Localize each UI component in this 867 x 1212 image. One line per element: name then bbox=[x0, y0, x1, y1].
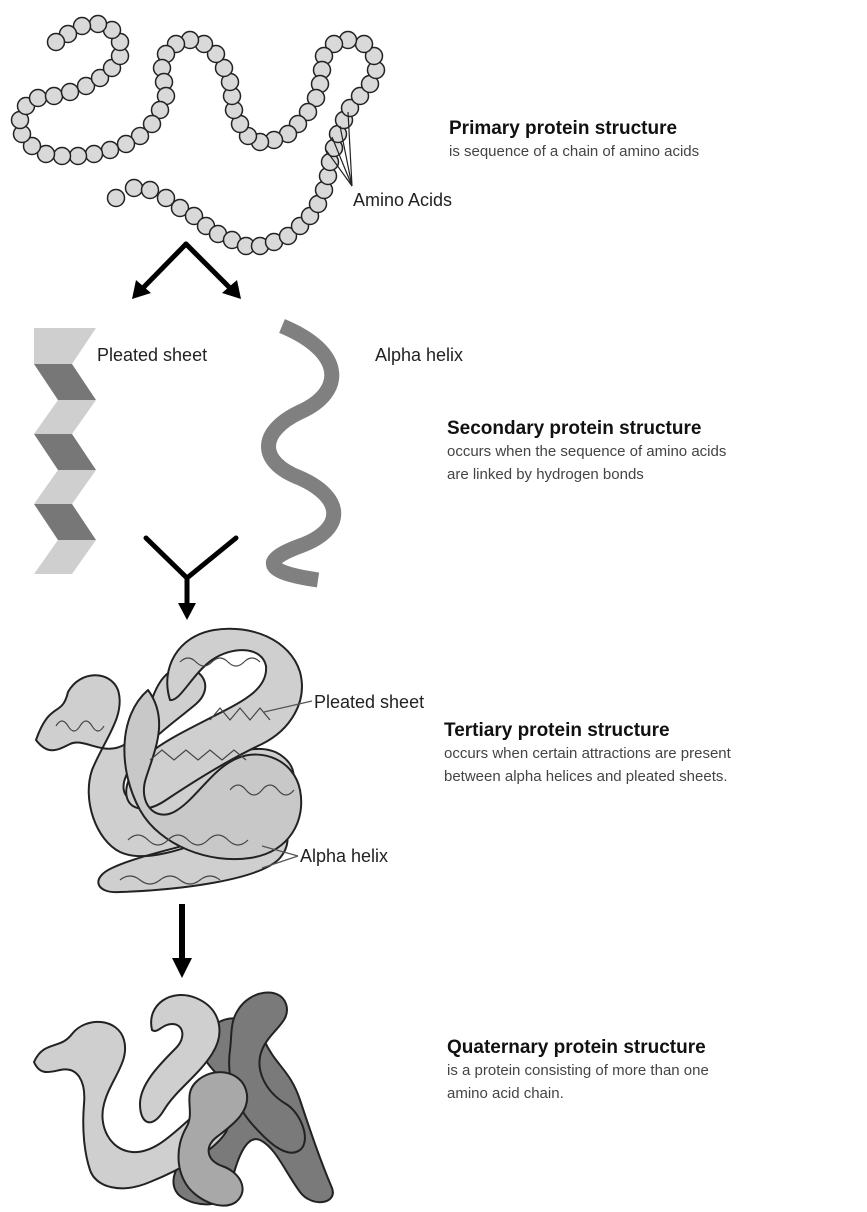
tertiary-structure-title: Tertiary protein structure bbox=[444, 720, 731, 742]
secondary-structure-desc-line: are linked by hydrogen bonds bbox=[447, 463, 726, 486]
tertiary-pleated-sheet-label: Pleated sheet bbox=[314, 692, 424, 713]
primary-structure-desc-line: is sequence of a chain of amino acids bbox=[449, 140, 699, 163]
tertiary-alpha-helix-label: Alpha helix bbox=[300, 846, 388, 867]
tertiary-structure-desc-line: between alpha helices and pleated sheets… bbox=[444, 765, 731, 788]
amino-acid-bead bbox=[118, 136, 135, 153]
merge-arrow bbox=[146, 538, 236, 605]
amino-acid-bead bbox=[86, 146, 103, 163]
secondary-structure-text: Secondary protein structure occurs when … bbox=[447, 418, 726, 486]
amino-acids-label: Amino Acids bbox=[353, 190, 452, 211]
primary-structure-title: Primary protein structure bbox=[449, 118, 699, 140]
amino-acid-bead bbox=[46, 88, 63, 105]
quaternary-structure-text: Quaternary protein structure is a protei… bbox=[447, 1037, 709, 1105]
tertiary-structure-desc-line: occurs when certain attractions are pres… bbox=[444, 742, 731, 765]
down-arrow-head bbox=[172, 958, 192, 978]
split-arrow bbox=[141, 244, 232, 290]
amino-acid-bead bbox=[126, 180, 143, 197]
amino-acid-bead bbox=[108, 190, 125, 207]
merge-arrow-head bbox=[178, 603, 196, 620]
amino-acid-bead bbox=[30, 90, 47, 107]
amino-acid-bead-chain bbox=[12, 16, 385, 255]
secondary-structure-desc-line: occurs when the sequence of amino acids bbox=[447, 440, 726, 463]
amino-acid-bead bbox=[102, 142, 119, 159]
secondary-structure-title: Secondary protein structure bbox=[447, 418, 726, 440]
pleated-sheet-label: Pleated sheet bbox=[97, 345, 207, 366]
tertiary-ribbon bbox=[36, 629, 302, 892]
amino-acid-bead bbox=[90, 16, 107, 33]
alpha-helix-shape bbox=[269, 326, 334, 580]
primary-structure-text: Primary protein structure is sequence of… bbox=[449, 118, 699, 163]
pleated-sheet-shape bbox=[34, 328, 96, 574]
quaternary-structure-desc-line: is a protein consisting of more than one bbox=[447, 1059, 709, 1082]
amino-acid-bead bbox=[142, 182, 159, 199]
amino-acid-bead bbox=[62, 84, 79, 101]
amino-acid-bead bbox=[54, 148, 71, 165]
amino-acid-bead bbox=[356, 36, 373, 53]
amino-acid-bead bbox=[70, 148, 87, 165]
quaternary-structure-desc-line: amino acid chain. bbox=[447, 1082, 709, 1105]
alpha-helix-label: Alpha helix bbox=[375, 345, 463, 366]
amino-acid-bead bbox=[48, 34, 65, 51]
quaternary-structure-title: Quaternary protein structure bbox=[447, 1037, 709, 1059]
tertiary-structure-text: Tertiary protein structure occurs when c… bbox=[444, 720, 731, 788]
